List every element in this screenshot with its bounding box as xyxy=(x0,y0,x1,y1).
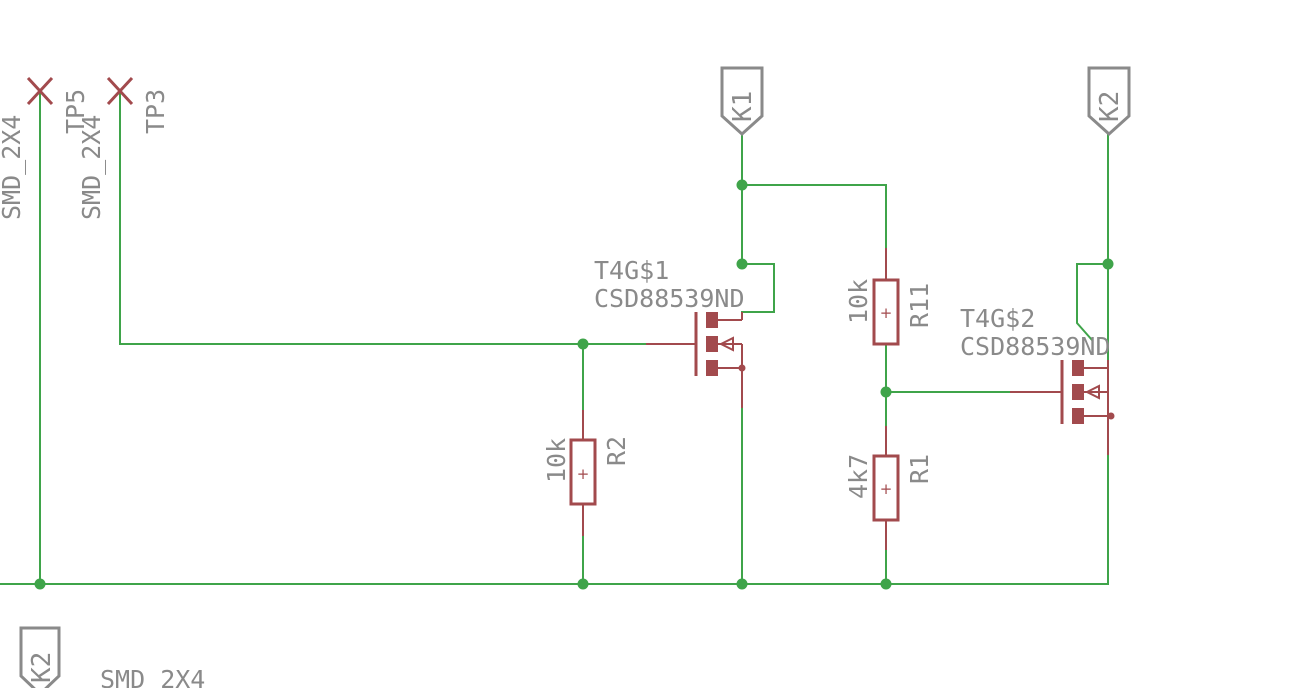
r2-name-label: R2 xyxy=(602,436,631,466)
net-divider[interactable] xyxy=(885,343,1011,585)
port-flag-icon xyxy=(1087,66,1131,137)
port-k2-label: K2 xyxy=(1095,91,1125,122)
junctions xyxy=(34,179,1114,590)
net-t1-drain[interactable] xyxy=(741,263,775,313)
r2-plus-icon: + xyxy=(577,465,590,483)
t1-name-label: T4G$1 xyxy=(594,256,669,285)
junction-dot xyxy=(736,179,748,191)
junction-dot xyxy=(736,258,748,270)
testpoint-x-icon xyxy=(26,76,54,106)
junction-dot xyxy=(577,578,589,590)
junction-dot xyxy=(1102,258,1114,270)
r11-name-label: R11 xyxy=(905,283,934,328)
nets xyxy=(0,91,1109,585)
t1-source-seg xyxy=(706,360,718,376)
r1-value-label: 4k7 xyxy=(844,454,873,499)
t1-value-label: CSD88539ND xyxy=(594,284,745,313)
resistor-r1[interactable]: + 4k7 R1 xyxy=(844,426,934,550)
junction-dot xyxy=(34,578,46,590)
t2-value-label: CSD88539ND xyxy=(960,332,1111,361)
testpoint-tp5[interactable]: SMD_2X4 TP5 xyxy=(0,76,90,220)
t2-drain-seg xyxy=(1072,360,1084,376)
port-k1[interactable]: K1 xyxy=(720,66,764,137)
testpoint-x-icon xyxy=(106,76,134,106)
t2-channel-seg xyxy=(1072,384,1084,400)
t1-arrow-icon xyxy=(718,336,734,352)
t2-arrow-icon xyxy=(1084,384,1100,400)
port-flag-icon xyxy=(19,626,61,688)
t1-drain-seg xyxy=(706,312,718,328)
t2-name-label: T4G$2 xyxy=(960,304,1035,333)
r11-plus-icon: + xyxy=(880,304,893,322)
net-k2[interactable] xyxy=(1076,133,1109,361)
junction-dot xyxy=(736,578,748,590)
t1-channel-seg xyxy=(706,336,718,352)
net-tp3-gate[interactable] xyxy=(119,91,647,345)
r1-plus-icon: + xyxy=(880,480,893,498)
junction-dot xyxy=(880,386,892,398)
port-flag-icon xyxy=(720,66,764,137)
net-k1[interactable] xyxy=(741,133,887,265)
r11-value-label: 10k xyxy=(844,279,873,324)
tp3-package-label: SMD_2X4 xyxy=(77,115,106,220)
port-k2[interactable]: K2 xyxy=(1087,66,1131,137)
net-gnd-rail[interactable] xyxy=(0,454,1109,585)
resistor-r2[interactable]: + 10k R2 xyxy=(542,410,631,536)
junction-dot xyxy=(880,578,892,590)
t2-source-seg xyxy=(1072,408,1084,424)
port-k2-bottom[interactable]: K2 xyxy=(19,626,61,688)
tp5-name-label: TP5 xyxy=(61,89,90,134)
mosfet-t4g1[interactable]: T4G$1 CSD88539ND xyxy=(594,256,746,408)
t1-body-dot xyxy=(738,364,746,372)
tp3-name-label: TP3 xyxy=(141,89,170,134)
port-k1-label: K1 xyxy=(728,91,758,122)
port-k2-bottom-label: K2 xyxy=(27,652,57,683)
tp5-package-label: SMD_2X4 xyxy=(0,115,26,220)
bottom-package-label: SMD_2X4 xyxy=(100,665,205,688)
t2-body-dot xyxy=(1107,412,1115,420)
r1-name-label: R1 xyxy=(905,454,934,484)
junction-dot xyxy=(577,338,589,350)
r11-body xyxy=(872,278,900,346)
resistor-r11[interactable]: + 10k R11 xyxy=(844,248,934,346)
r2-value-label: 10k xyxy=(542,438,571,483)
testpoint-tp3[interactable]: SMD_2X4 TP3 xyxy=(77,76,170,220)
mosfet-t4g2[interactable]: T4G$2 CSD88539ND xyxy=(960,304,1115,455)
